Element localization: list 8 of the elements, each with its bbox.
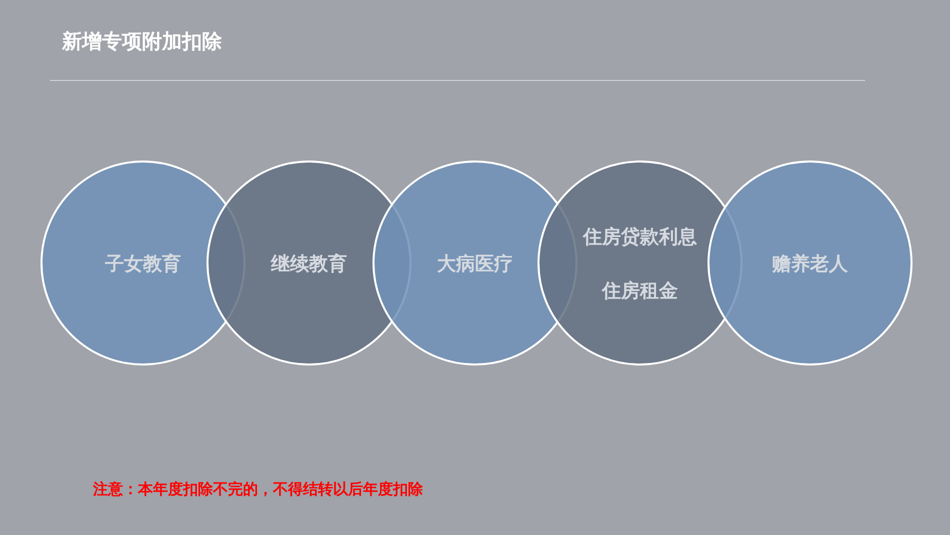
slide-title: 新增专项附加扣除 [62,30,222,55]
circle-label: 住房租金 [600,280,679,304]
circle-label: 继续教育 [270,252,348,277]
circle-label: 住房贷款利息 [582,226,698,250]
circle-label: 子女教育 [104,252,182,277]
circle-label: 大病医疗 [436,252,514,277]
note-text: 注意：本年度扣除不完的，不得结转以后年度扣除 [93,480,423,499]
circle-label: 赡养老人 [771,252,849,277]
